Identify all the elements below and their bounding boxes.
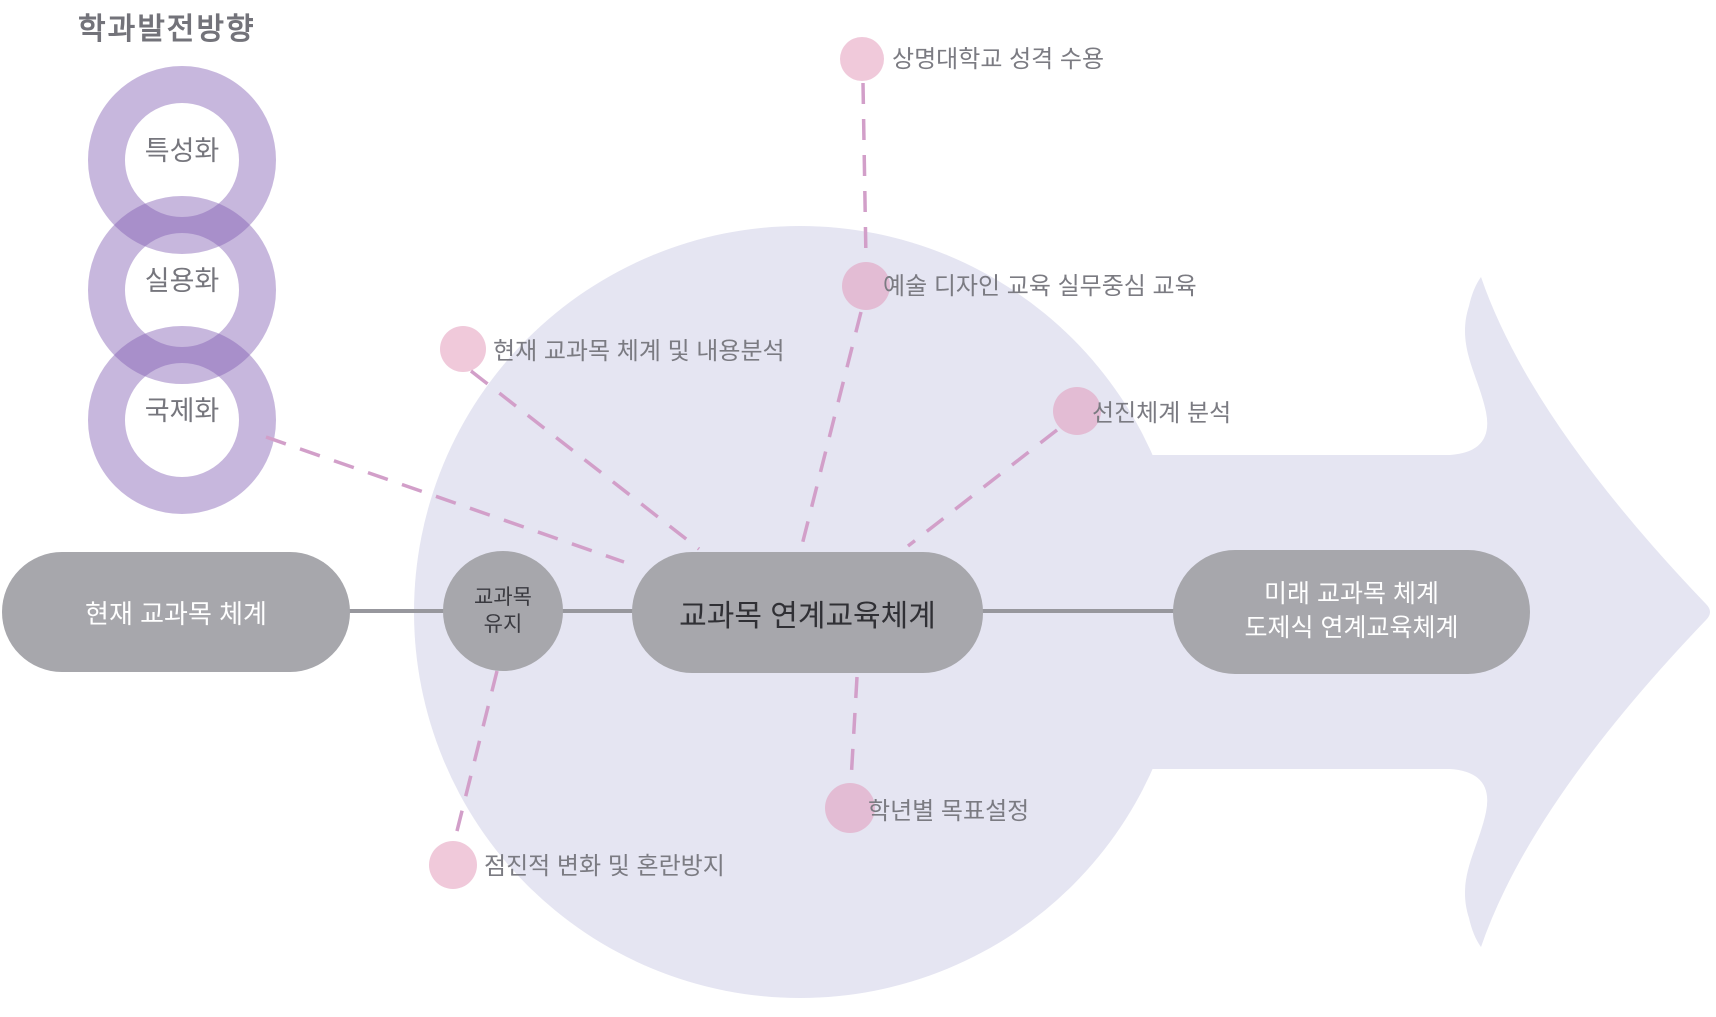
factor-label-grade-goals: 학년별 목표설정 bbox=[868, 798, 1030, 825]
factor-label-current-analysis: 현재 교과목 체계 및 내용분석 bbox=[493, 338, 785, 365]
dashed-links bbox=[265, 82, 1059, 840]
factor-dot bbox=[1053, 387, 1101, 435]
ring-label-specialization: 특성화 bbox=[144, 136, 220, 166]
factor-dot bbox=[842, 262, 890, 310]
dashed-link-line bbox=[265, 435, 625, 564]
factor-dot bbox=[429, 841, 477, 889]
ring-label-international: 국제화 bbox=[144, 396, 220, 426]
ring-top bbox=[88, 66, 276, 254]
ring-label-practical: 실용화 bbox=[144, 266, 220, 296]
dashed-link-line bbox=[799, 311, 863, 550]
stage-maintain-label-line1: 교과목 bbox=[474, 585, 532, 609]
dashed-link-line bbox=[906, 428, 1059, 548]
dashed-link-line bbox=[849, 676, 859, 782]
stage-linked-label: 교과목 연계교육체계 bbox=[679, 599, 936, 633]
dashed-link-line bbox=[453, 670, 499, 840]
factor-dot bbox=[825, 783, 875, 833]
stage-future-label-line2: 도제식 연계교육체계 bbox=[1244, 614, 1459, 642]
development-direction-rings bbox=[88, 66, 276, 514]
ring-bottom bbox=[88, 326, 276, 514]
stage-curriculum-maintain: 교과목 유지 bbox=[443, 551, 563, 671]
factor-label-gradual-change: 점진적 변화 및 혼란방지 bbox=[484, 853, 725, 880]
stage-linked-education: 교과목 연계교육체계 bbox=[632, 552, 983, 673]
diagram-title: 학과발전방향 bbox=[78, 13, 256, 46]
dashed-link-line bbox=[469, 369, 701, 551]
stage-maintain-label-line2: 유지 bbox=[483, 613, 523, 636]
stage-future-label-line1: 미래 교과목 체계 bbox=[1264, 580, 1439, 609]
factor-dot bbox=[440, 326, 486, 372]
ring-middle bbox=[88, 196, 276, 384]
factor-label-university-character: 상명대학교 성격 수용 bbox=[892, 46, 1105, 73]
stage-current-curriculum: 현재 교과목 체계 bbox=[2, 552, 350, 672]
stage-future-curriculum: 미래 교과목 체계 도제식 연계교육체계 bbox=[1173, 550, 1530, 674]
dashed-link-line bbox=[861, 82, 868, 261]
factor-dot bbox=[840, 37, 884, 81]
factor-label-art-design-practice: 예술 디자인 교육 실무중심 교육 bbox=[883, 273, 1197, 300]
factor-dots bbox=[429, 37, 1101, 889]
factor-label-advanced-system: 선진체계 분석 bbox=[1092, 400, 1232, 427]
stage-current-label: 현재 교과목 체계 bbox=[85, 598, 267, 629]
